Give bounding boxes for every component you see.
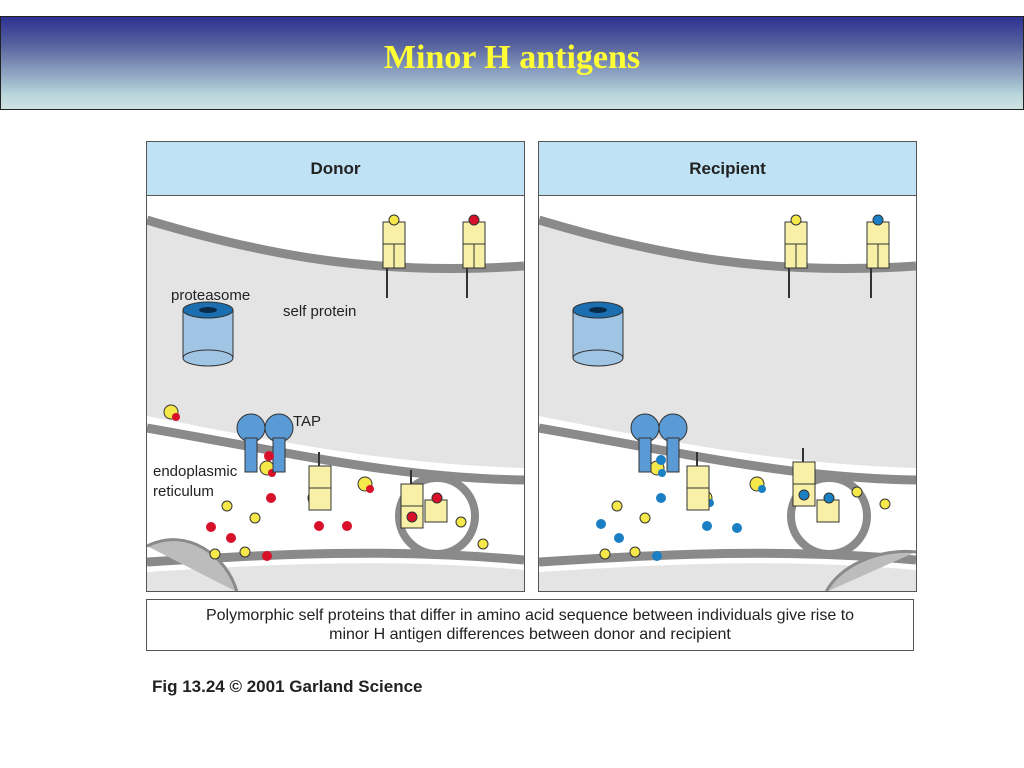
figure-caption: Polymorphic self proteins that differ in… — [146, 599, 914, 651]
recipient-panel-heading: Recipient — [539, 142, 916, 196]
surface-mhc-self-peptide — [382, 214, 406, 298]
caption-line-2: minor H antigen differences between dono… — [329, 626, 731, 643]
self-protein — [749, 476, 766, 493]
donor-panel: Donor — [146, 141, 525, 592]
tap-transporter — [236, 413, 294, 473]
er-mhc-minor-antigen — [400, 470, 424, 529]
er-mhc — [686, 452, 710, 511]
slide-title: Minor H antigens — [383, 39, 641, 76]
donor-panel-heading: Donor — [147, 142, 524, 196]
proteasome — [572, 301, 624, 367]
recipient-panel: Recipient — [538, 141, 917, 592]
recipient-cell-diagram — [539, 214, 916, 591]
self-protein — [163, 404, 180, 421]
proteasome — [182, 301, 234, 367]
tap-transporter — [630, 413, 688, 473]
self-protein — [357, 476, 374, 493]
label-er-line2: reticulum — [153, 483, 214, 500]
surface-mhc-recipient-peptide — [866, 214, 890, 298]
cytosol — [147, 220, 524, 468]
donor-cell-diagram: proteasome self protein TAP endoplasmic … — [147, 214, 524, 591]
lower-cytosol — [147, 563, 524, 591]
figure-credit: Fig 13.24 © 2001 Garland Science — [152, 677, 423, 696]
er-mhc — [308, 452, 332, 511]
lower-cytosol — [539, 563, 916, 591]
label-proteasome: proteasome — [171, 287, 250, 304]
label-self-protein: self protein — [283, 303, 356, 320]
er-mhc-recipient-peptide — [792, 448, 816, 507]
label-tap: TAP — [293, 413, 321, 430]
surface-mhc-minor-antigen — [462, 214, 486, 298]
caption-line-1: Polymorphic self proteins that differ in… — [205, 607, 855, 624]
label-er-line1: endoplasmic — [153, 463, 238, 480]
title-bar: Minor H antigens — [0, 16, 1024, 110]
cytosol — [539, 220, 916, 468]
surface-mhc-self-peptide — [784, 214, 808, 298]
